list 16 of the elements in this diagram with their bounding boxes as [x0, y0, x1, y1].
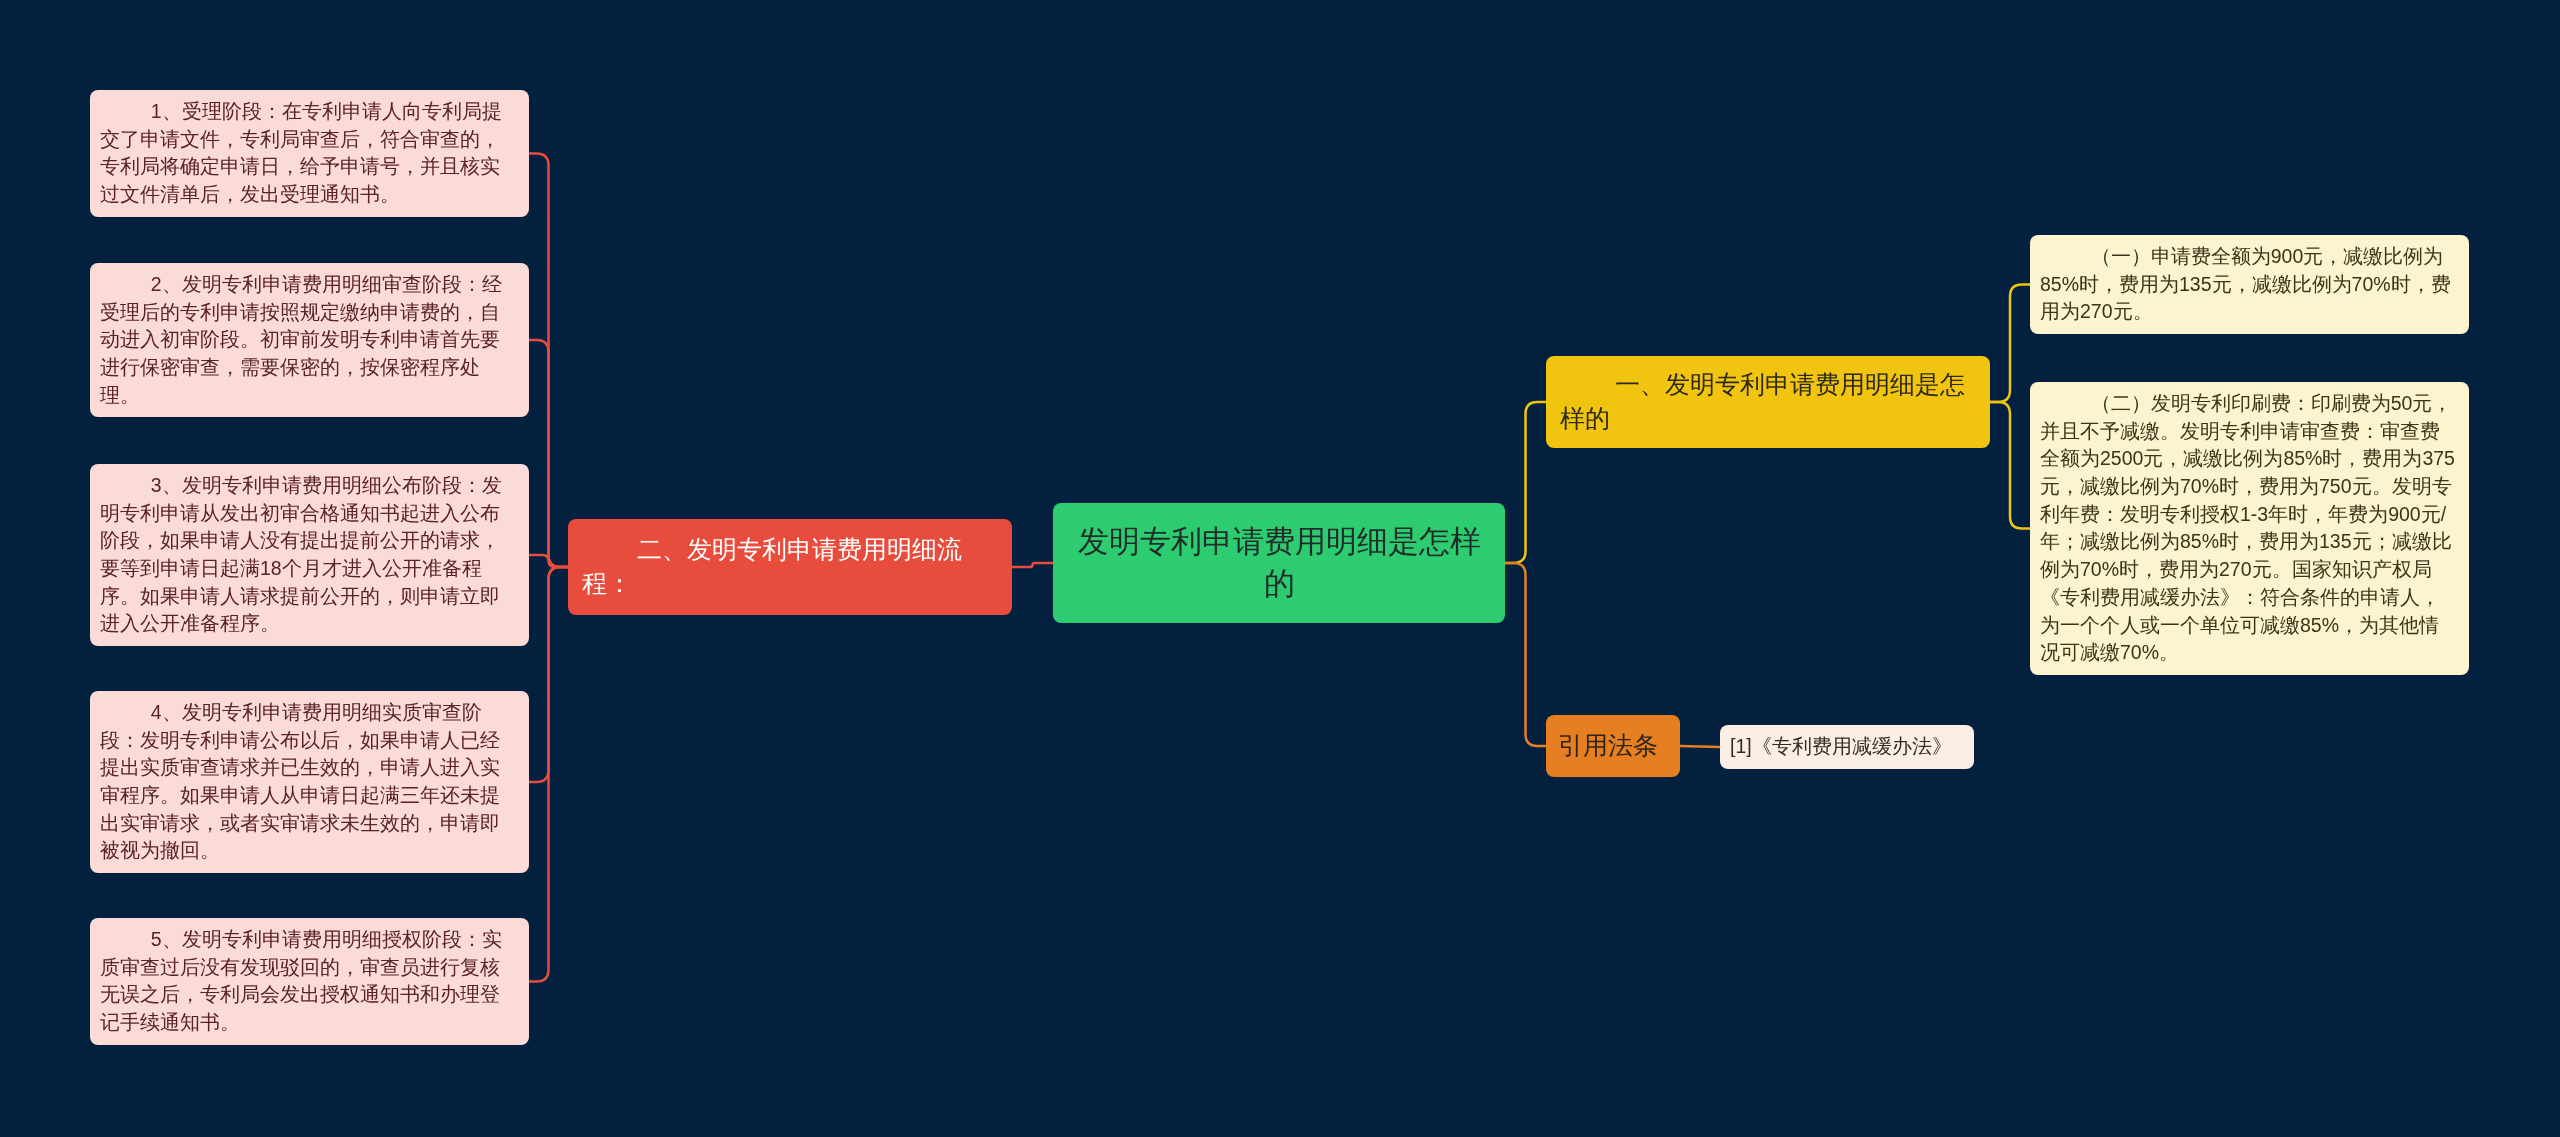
note-box: 3、发明专利申请费用明细公布阶段：发明专利申请从发出初审合格通知书起进入公布阶段，如果申请人没有提出提前公开的请求，要等到申请日起满18个月才进入公开准备程序。如果申请人请求提前公开的，则申请立即进入公开准备程序。	[90, 464, 529, 647]
connector-line	[1505, 561, 1546, 748]
note-box: 5、发明专利申请费用明细授权阶段：实质审查过后没有发现驳回的，审查员进行复核无误之后，专利局会发出授权通知书和办理登记手续通知书。	[90, 918, 529, 1045]
branch-box: 引用法条	[1546, 715, 1680, 777]
note-box: 1、受理阶段：在专利申请人向专利局提交了申请文件，专利局审查后，符合审查的，专利局将确定申请日，给予申请号，并且核实过文件清单后，发出受理通知书。	[90, 90, 529, 217]
connector-line	[1990, 400, 2030, 530]
note-box: （一）申请费全额为900元，减缴比例为85%时，费用为135元，减缴比例为70%时，费用为270元。	[2030, 235, 2469, 335]
note-box: 4、发明专利申请费用明细实质审查阶段：发明专利申请公布以后，如果申请人已经提出实质审查请求并已生效的，申请人进入实审程序。如果申请人从申请日起满三年还未提出实审请求，或者实审请求未生效的，申请即被视为撤回。	[90, 691, 529, 874]
branch-box: 一、发明专利申请费用明细是怎样的	[1546, 356, 1990, 448]
central-topic-box: 发明专利申请费用明细是怎样的	[1053, 503, 1505, 623]
connector-line	[1679, 744, 1721, 749]
note-box: （二）发明专利印刷费：印刷费为50元，并且不予减缴。发明专利申请审查费：审查费全额为2500元，减缴比例为85%时，费用为375元，减缴比例为70%时，费用为750元。发明专利年费：发明专利授权1-3年时，年费为900元/年；减缴比例为85%时，费用为135元；减缴比例为70%时，费用为270元。国家知识产权局《专利费用减缓办法》：符合条件的申请人，为一个个人或一个单位可减缴85%，为其他情况可减缴70%。	[2030, 382, 2469, 675]
branch-box: 二、发明专利申请费用明细流程：	[568, 519, 1012, 615]
connector-line	[1012, 561, 1053, 569]
note-box: [1]《专利费用减缓办法》	[1720, 725, 1974, 769]
note-box: 2、发明专利申请费用明细审查阶段：经受理后的专利申请按照规定缴纳申请费的，自动进入初审阶段。初审前发明专利申请首先要进行保密审查，需要保密的，按保密程序处理。	[90, 263, 529, 418]
